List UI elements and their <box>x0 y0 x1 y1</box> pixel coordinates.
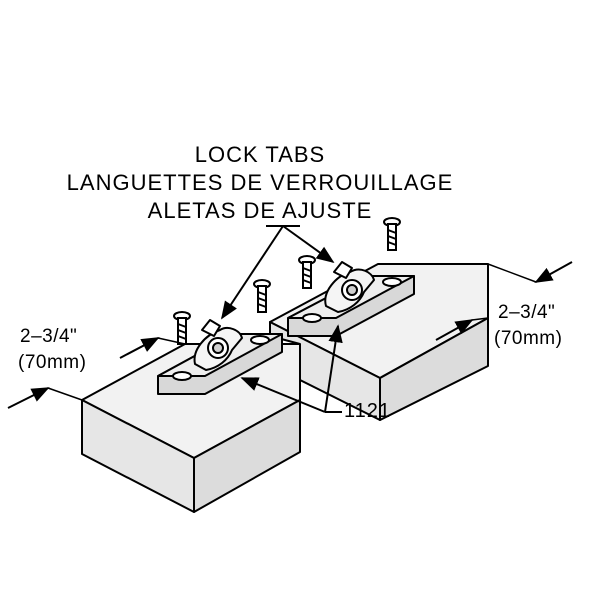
lock-tabs-title-fr: LANGUETTES DE VERROUILLAGE <box>66 170 454 195</box>
left-mounting-plate <box>157 319 283 395</box>
screw-4 <box>383 217 401 251</box>
lock-tabs-title-en: LOCK TABS <box>194 142 326 167</box>
right-mounting-plate <box>287 261 415 337</box>
right-dimension-arrows <box>435 261 573 341</box>
part-number-label: 1121 <box>344 400 392 422</box>
right-dimension-metric: (70mm) <box>494 328 563 349</box>
part-number-leaders <box>240 324 343 413</box>
screw-2 <box>253 279 271 313</box>
right-wood-block <box>269 263 489 421</box>
screw-1 <box>173 311 191 345</box>
screw-3 <box>298 255 316 289</box>
left-dimension-arrows <box>7 337 186 409</box>
left-dimension-metric: (70mm) <box>18 352 87 373</box>
left-dimension-imperial: 2–3/4" <box>20 326 78 347</box>
right-dimension-imperial: 2–3/4" <box>498 302 556 323</box>
lock-tabs-title-es: ALETAS DE AJUSTE <box>147 198 373 223</box>
lock-tab-leaders <box>221 225 335 320</box>
